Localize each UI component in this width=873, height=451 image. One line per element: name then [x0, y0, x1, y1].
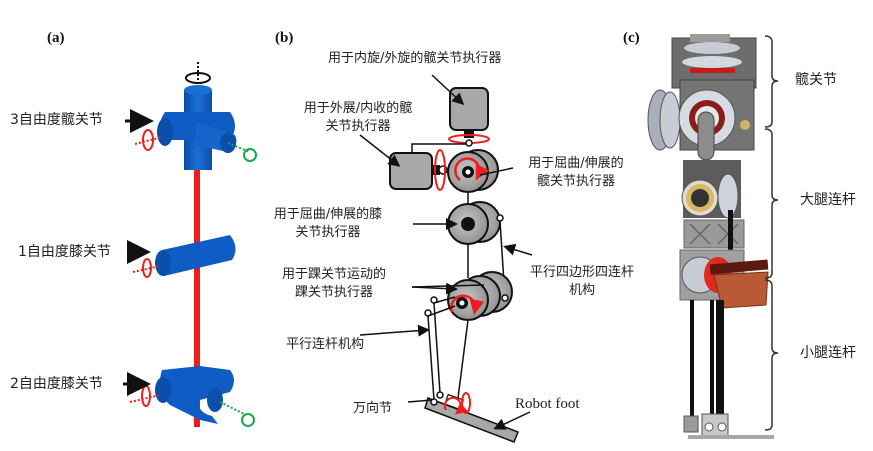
shank-brace	[764, 279, 779, 431]
hip-flexion-actuator	[447, 149, 499, 193]
red-rotation-icon	[141, 385, 151, 407]
knee-1dof-label: 1自由度膝关节	[18, 244, 111, 260]
thigh-section-label: 大腿连杆	[800, 192, 856, 208]
green-rotation-icon	[241, 413, 255, 427]
ankle-actuator	[447, 271, 513, 321]
knee-1dof-joint-model	[132, 235, 236, 278]
hip-flexion-actuator-label-line1: 用于屈曲/伸展的	[528, 156, 624, 171]
universal-joint-label: 万向节	[353, 401, 393, 416]
knee-2dof-joint-model	[129, 366, 255, 427]
hip-abduction-actuator-label-line2: 关节执行器	[325, 119, 391, 134]
rotation-axis-icon	[185, 72, 211, 84]
hip-abduction-actuator-label-line1: 用于外展/内收的髋	[303, 101, 413, 116]
shank-section-label: 小腿连杆	[800, 345, 856, 361]
red-link-bar	[194, 165, 200, 427]
parallel-link-label: 平行连杆机构	[286, 337, 365, 352]
green-rotation-icon	[243, 148, 257, 162]
four-bar-mechanism-label-line1: 平行四边形四连杆	[529, 265, 634, 280]
panel-a-diagram	[123, 62, 257, 427]
hip-section-label: 髋关节	[795, 72, 837, 88]
hip-abduction-actuator	[389, 152, 433, 190]
knee-2dof-label: 2自由度膝关节	[10, 376, 103, 392]
knee-flexion-actuator-label-line2: 关节执行器	[295, 225, 361, 240]
knee-flexion-actuator	[447, 192, 504, 245]
panel-b-diagram	[359, 74, 533, 443]
hip-flexion-actuator-label-line2: 髋关节执行器	[536, 174, 615, 189]
hip-brace	[764, 35, 779, 128]
knee-flexion-actuator-label-line1: 用于屈曲/伸展的膝	[273, 207, 383, 222]
robot-leg-render	[647, 34, 774, 439]
hip-rotation-actuator-label: 用于内旋/外旋的髋关节执行器	[328, 51, 502, 66]
hip-3dof-joint-model	[134, 62, 257, 170]
panel-b-label: (b)	[275, 30, 294, 46]
ankle-actuator-label-line2: 踝关节执行器	[294, 285, 373, 300]
hip-3dof-label: 3自由度髋关节	[10, 112, 103, 128]
four-bar-mechanism-label-line2: 机构	[568, 283, 595, 298]
thigh-brace	[764, 128, 779, 279]
panel-a-label: (a)	[47, 30, 65, 46]
hip-rotation-actuator	[449, 87, 489, 131]
section-braces	[764, 35, 779, 431]
panel-c-label: (c)	[623, 30, 640, 46]
robot-foot-label: Robot foot	[515, 396, 580, 412]
robot-foot-shape	[424, 391, 519, 443]
ankle-actuator-label-line1: 用于踝关节运动的	[281, 267, 386, 282]
